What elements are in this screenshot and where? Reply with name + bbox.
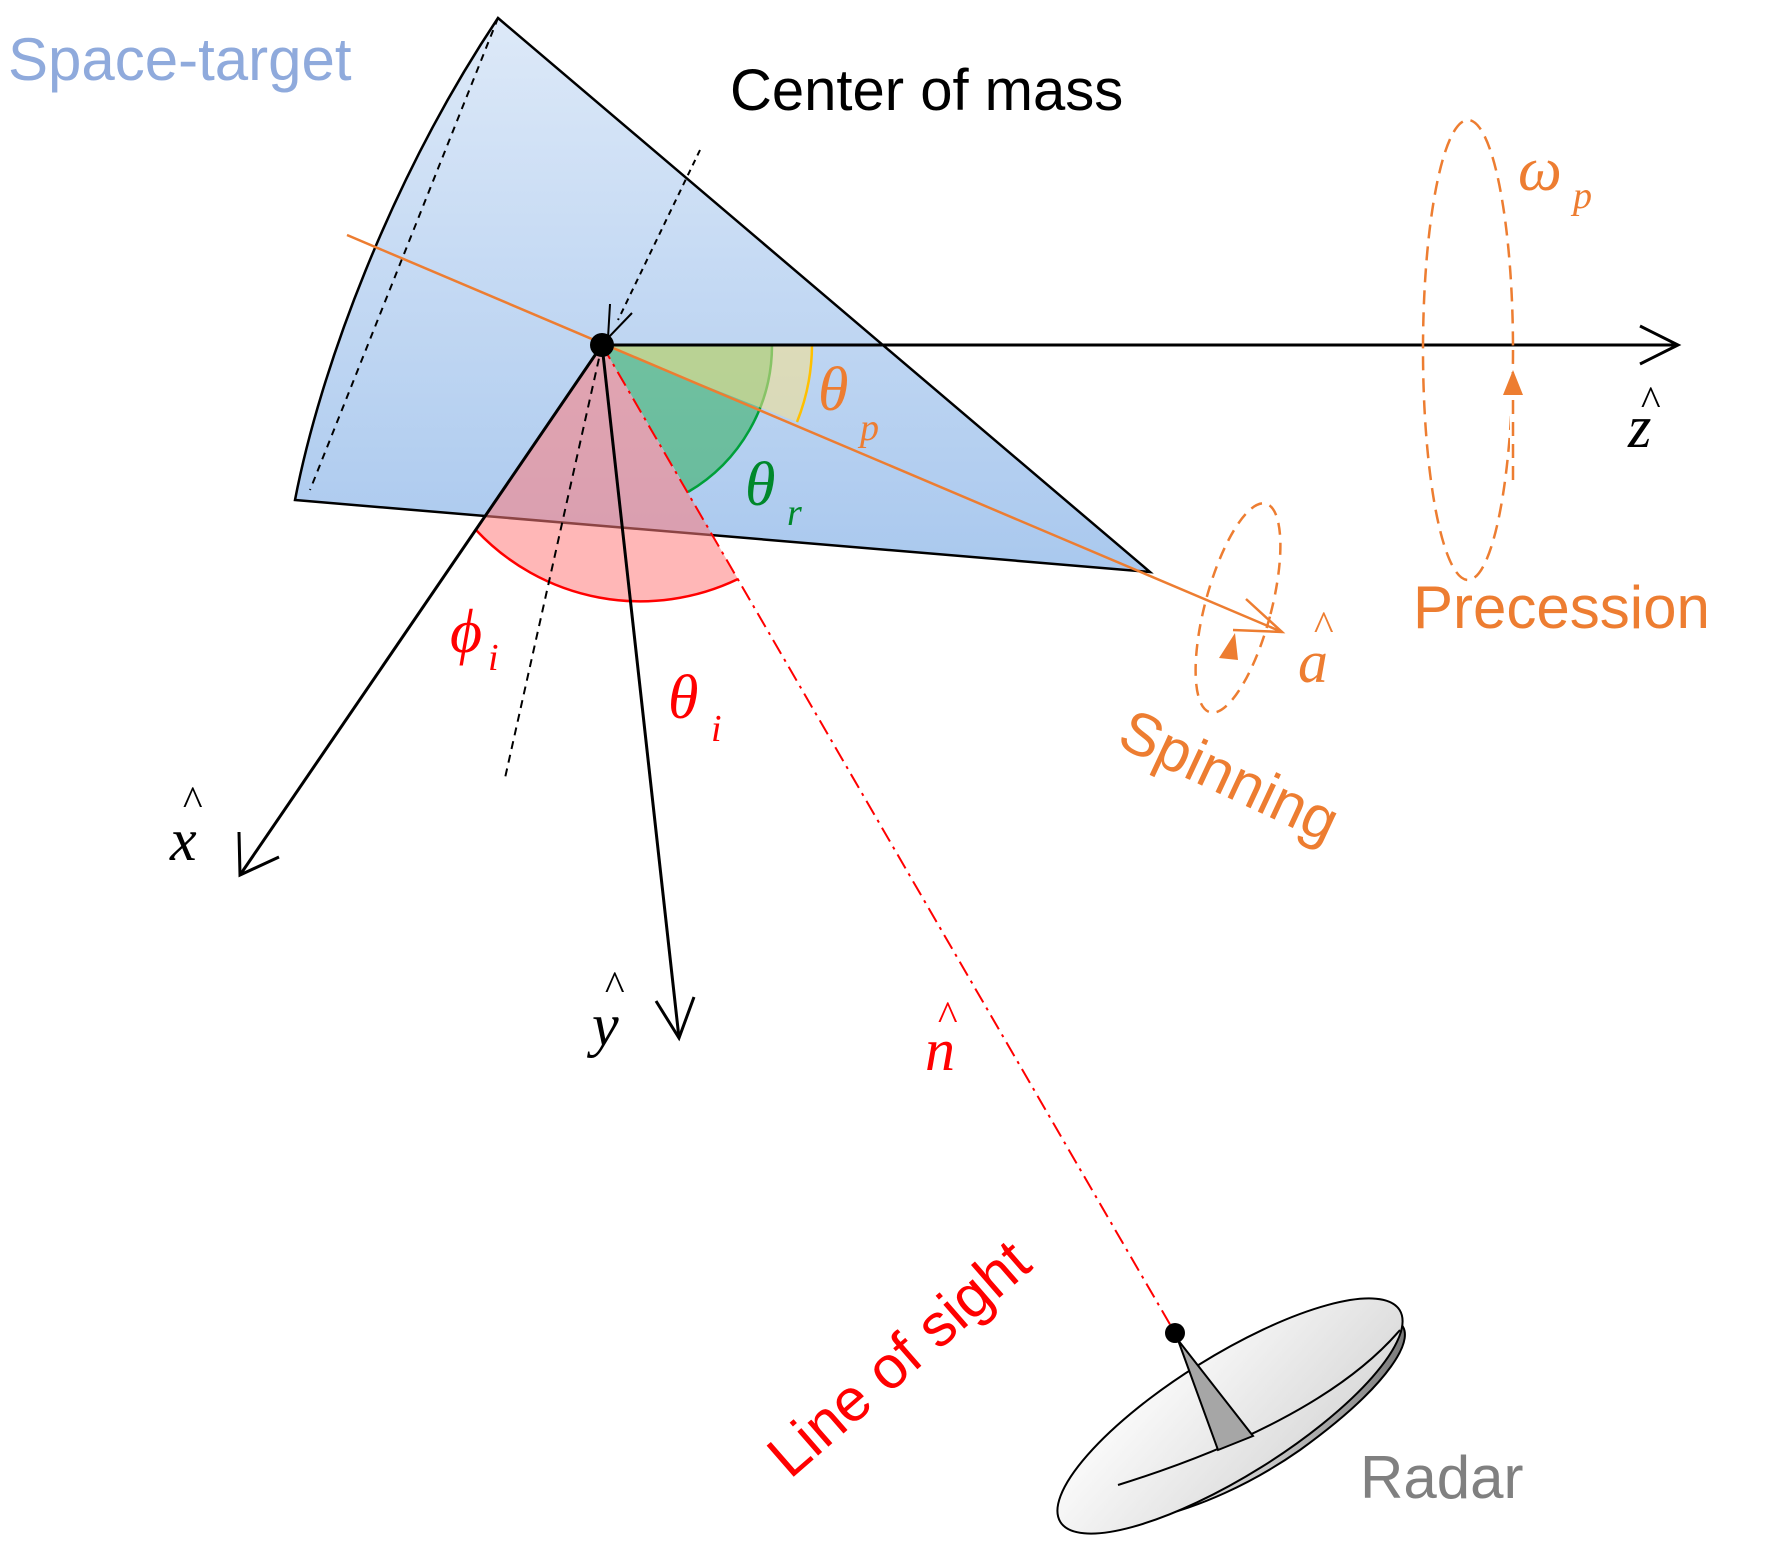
space-target-label: Space-target	[8, 26, 352, 93]
svg-text:p: p	[857, 407, 879, 449]
z-axis-label: z	[1627, 394, 1651, 460]
n-hat: ^	[937, 994, 958, 1040]
space-target-cone	[293, 16, 1154, 574]
a-hat: ^	[1313, 604, 1334, 650]
x-axis-arrowhead	[237, 831, 280, 878]
omega-p-label: ω p	[1518, 136, 1592, 217]
svg-text:i: i	[488, 637, 499, 679]
spinning-arrow	[1219, 633, 1238, 660]
a-axis-label: a	[1298, 629, 1328, 695]
svg-text:p: p	[1570, 175, 1592, 217]
theta-r-label: θ r	[745, 451, 802, 534]
axis-label-a: ^ a	[1298, 604, 1334, 695]
axis-label-z: ^ z	[1627, 379, 1661, 460]
radar-dish-icon	[1056, 1297, 1406, 1535]
theta-p-label: θ p	[818, 356, 879, 449]
svg-text:θ: θ	[668, 664, 698, 732]
svg-text:θ: θ	[818, 356, 848, 424]
phi-i-label: ϕ i	[450, 598, 499, 679]
spinning-ellipse	[1194, 502, 1282, 714]
svg-text:ω: ω	[1518, 136, 1562, 204]
a-axis-arrowhead	[1232, 598, 1286, 634]
y-axis-arrowhead	[654, 996, 696, 1042]
theta-i-label: θ i	[668, 664, 722, 750]
n-axis-label: n	[925, 1017, 955, 1083]
svg-text:θ: θ	[745, 451, 775, 519]
radar-label: Radar	[1360, 1444, 1523, 1511]
x-hat: ^	[182, 779, 203, 825]
axis-label-x: ^ x	[169, 779, 203, 873]
phi-i-arc	[475, 529, 739, 603]
spinning-label: Spinning	[1110, 696, 1350, 855]
y-axis-label: y	[586, 992, 619, 1058]
radar-feed-dot	[1165, 1323, 1185, 1343]
axis-label-n: ^ n	[925, 994, 958, 1083]
precession-ellipse	[1421, 118, 1523, 582]
cone-symmetry-axis	[346, 233, 1286, 634]
center-of-mass-dot	[590, 333, 614, 357]
precession-label: Precession	[1413, 574, 1710, 641]
coordinate-axes	[237, 324, 1682, 1042]
line-of-sight-line	[601, 344, 1176, 1334]
y-hat: ^	[604, 964, 625, 1010]
z-hat: ^	[1640, 379, 1661, 425]
x-axis-label: x	[169, 807, 197, 873]
svg-text:ϕ: ϕ	[450, 598, 482, 666]
svg-text:r: r	[787, 492, 802, 534]
theta-p-arc	[795, 344, 814, 423]
z-axis-arrowhead	[1639, 324, 1682, 366]
line-of-sight-label: Line of sight	[755, 1227, 1043, 1490]
axis-label-y: ^ y	[586, 964, 625, 1058]
svg-text:i: i	[711, 708, 722, 750]
angle-sectors	[475, 344, 814, 603]
center-of-mass-label: Center of mass	[730, 58, 1123, 123]
precession-arrow	[1503, 370, 1523, 395]
